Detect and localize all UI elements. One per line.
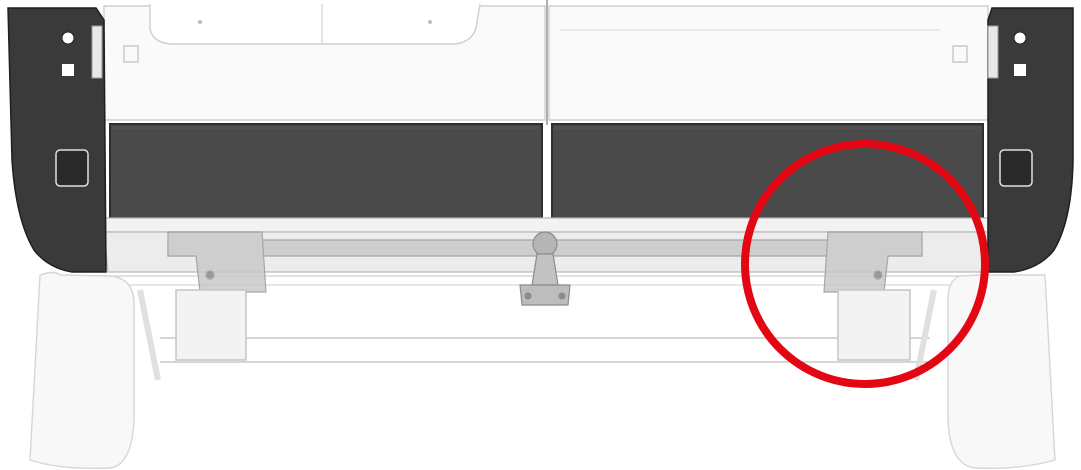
right-spring-mount [837, 289, 911, 361]
left-reflector [55, 149, 89, 187]
left-lamp-square-icon [62, 64, 74, 76]
left-bracket-bolt [205, 270, 215, 280]
right-rear-door [548, 5, 989, 121]
right-hinge [987, 25, 999, 79]
right-rear-lamp [987, 7, 1074, 273]
left-hinge [91, 25, 103, 79]
right-mounting-bracket [823, 231, 923, 293]
tow-ball-neck [531, 253, 559, 286]
right-reflector [999, 149, 1033, 187]
right-rear-wheel [947, 274, 1056, 470]
door-screw-right [427, 19, 433, 25]
rear-axle [137, 289, 937, 381]
highlight-circle [741, 140, 989, 388]
door-screw-left [197, 19, 203, 25]
rear-doors [103, 0, 989, 125]
left-lamp-screw-icon [61, 31, 75, 45]
right-shock-absorber [913, 289, 937, 381]
left-shock-absorber [137, 289, 161, 381]
tow-plate-bolt-right [558, 292, 566, 300]
right-lamp-screw-icon [1013, 31, 1027, 45]
bumper-upper-face [103, 217, 989, 233]
door-badge-left [123, 45, 139, 63]
tow-ball-assembly [519, 231, 571, 306]
left-rear-wheel [29, 271, 135, 470]
left-spring-mount [175, 289, 247, 361]
left-lower-panel [109, 123, 543, 219]
tow-plate-bolt-left [524, 292, 532, 300]
right-lower-panel [551, 123, 984, 219]
rear-window [149, 3, 481, 45]
tow-ball [532, 231, 558, 257]
door-badge-right [952, 45, 968, 63]
right-lamp-square-icon [1014, 64, 1026, 76]
lower-panels [109, 123, 984, 219]
wheels [29, 271, 1056, 470]
tow-ball-plate [519, 284, 571, 306]
right-bracket-bolt [873, 270, 883, 280]
left-rear-lamp [7, 7, 107, 273]
rear-lamps [7, 7, 1074, 273]
